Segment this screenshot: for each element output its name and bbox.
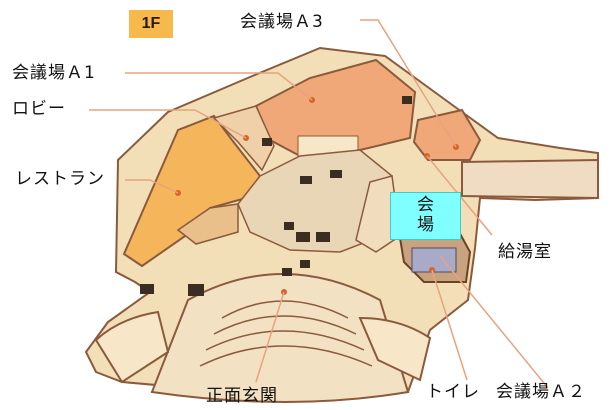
hall-a2-room[interactable] — [355, 175, 401, 253]
entrance-west-wing — [94, 310, 170, 384]
entrance-east-wing — [358, 316, 432, 382]
entrance-steps — [199, 300, 373, 367]
label-hall-a3[interactable]: 会議場Ａ3 — [240, 12, 324, 32]
label-hall-a2[interactable]: 会議場Ａ２ — [496, 382, 586, 402]
venue-label-box: 会 場 — [390, 192, 461, 240]
leader-lines — [89, 19, 549, 389]
label-lobby[interactable]: ロビー — [12, 99, 66, 119]
entrance-outer-arc — [150, 273, 410, 403]
label-toilet[interactable]: トイレ — [426, 382, 480, 402]
main-entrance[interactable] — [94, 273, 432, 403]
label-restaurant[interactable]: レストラン — [15, 169, 105, 189]
hall-a3-room[interactable] — [412, 108, 482, 161]
venue-label-line1: 会 — [417, 195, 434, 216]
venue-label-line2: 場 — [417, 215, 434, 235]
label-hall-a1[interactable]: 会議場Ａ1 — [12, 63, 96, 83]
label-kitchenette[interactable]: 給湯室 — [498, 242, 552, 262]
seat-cluster-icon — [140, 96, 412, 296]
floor-badge: 1F — [129, 10, 173, 38]
restaurant-kitchen — [176, 203, 239, 245]
east-corridor — [461, 158, 599, 200]
label-entrance[interactable]: 正面玄関 — [206, 386, 278, 406]
hall-a1-room[interactable] — [254, 58, 417, 158]
